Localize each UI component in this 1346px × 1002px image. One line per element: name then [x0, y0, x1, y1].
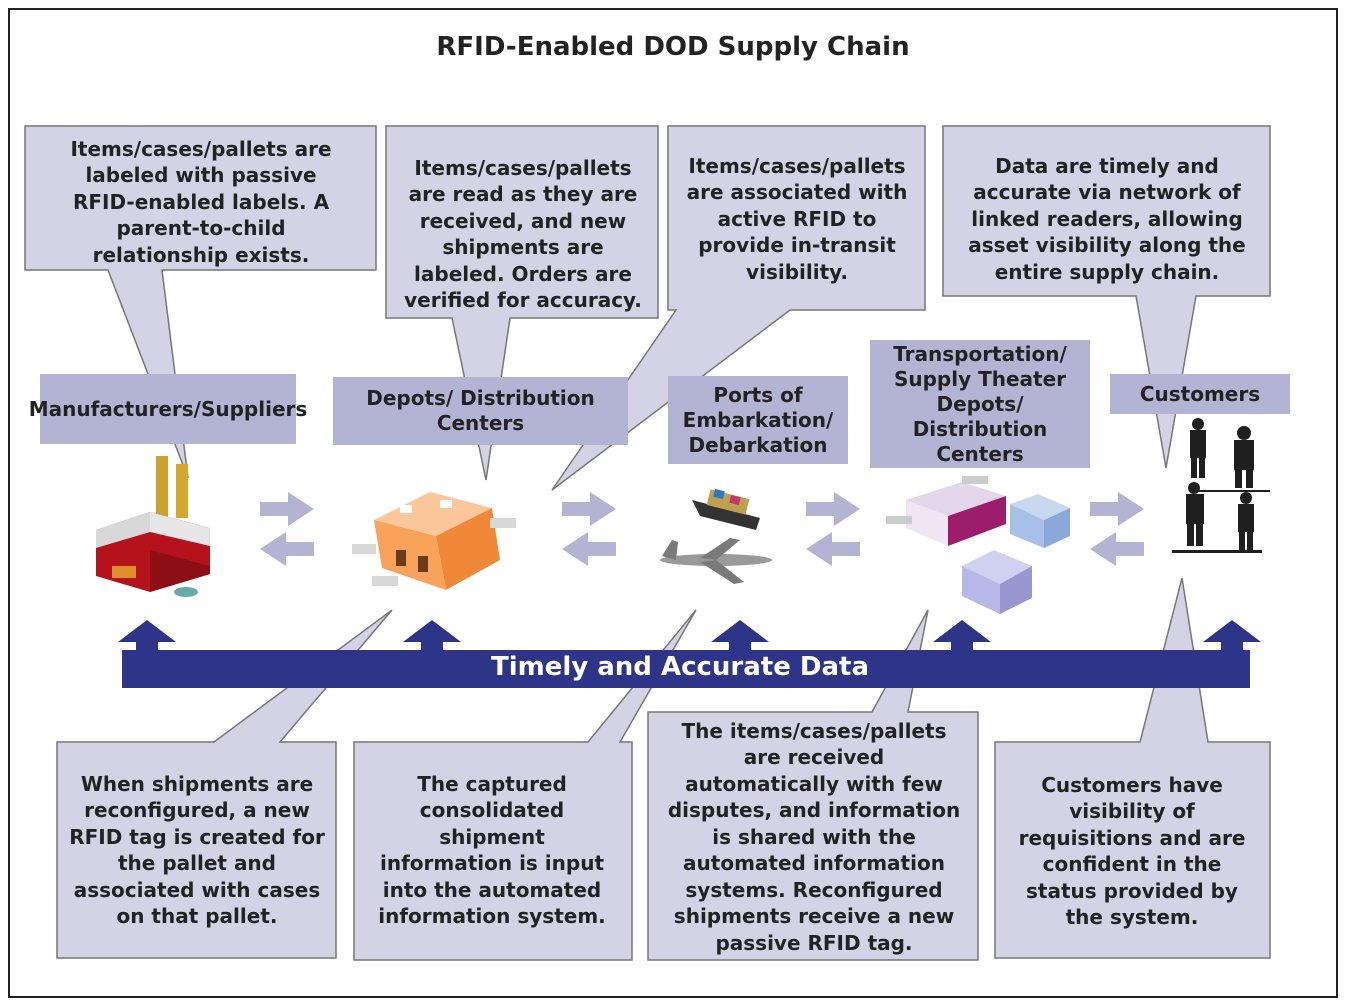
bottom-callout-1-shape [56, 609, 393, 959]
top-callout-4: Data are timely and accurate via network… [968, 153, 1246, 284]
top-callout-2: Items/cases/pallets are read as they are… [404, 155, 642, 313]
stage-transportation-supply-theater: Transportation/ Supply Theater Depots/ D… [870, 340, 1090, 468]
stage-manufacturers-suppliers: Manufacturers/Suppliers [29, 374, 307, 444]
stage-ports-of-embarkation-debarkation: Ports of Embarkation/ Debarkation [668, 376, 848, 464]
warehouse-icon [352, 492, 516, 590]
data-bus [118, 620, 1261, 688]
bottom-callout-3: The items/cases/pallets are received aut… [667, 718, 961, 955]
bottom-callout-1: When shipments are reconfigured, a new R… [69, 771, 325, 929]
factory-icon [96, 456, 210, 597]
stage-customers: Customers [1110, 374, 1290, 414]
top-callout-3: Items/cases/pallets are associated with … [686, 153, 908, 284]
flow-arrows [260, 492, 1144, 566]
bottom-callout-3-shape [647, 609, 979, 961]
stage-depots-distribution-centers: Depots/ Distribution Centers [333, 377, 628, 445]
diagram-title: RFID-Enabled DOD Supply Chain [436, 32, 910, 62]
top-callout-1: Items/cases/pallets are labeled with pas… [70, 136, 332, 267]
bottom-callout-2-shape [353, 609, 697, 961]
distribution-center-icon [886, 476, 1070, 614]
bottom-callout-2: The captured consolidated shipment infor… [378, 771, 606, 929]
airplane-icon [660, 538, 772, 584]
ship-icon [692, 488, 760, 530]
customers-icon [1172, 418, 1270, 553]
bottom-callout-4-shape [994, 577, 1271, 959]
data-bus-label: Timely and Accurate Data [490, 652, 870, 682]
bottom-callout-4: Customers have visibility of requisition… [1018, 772, 1246, 930]
